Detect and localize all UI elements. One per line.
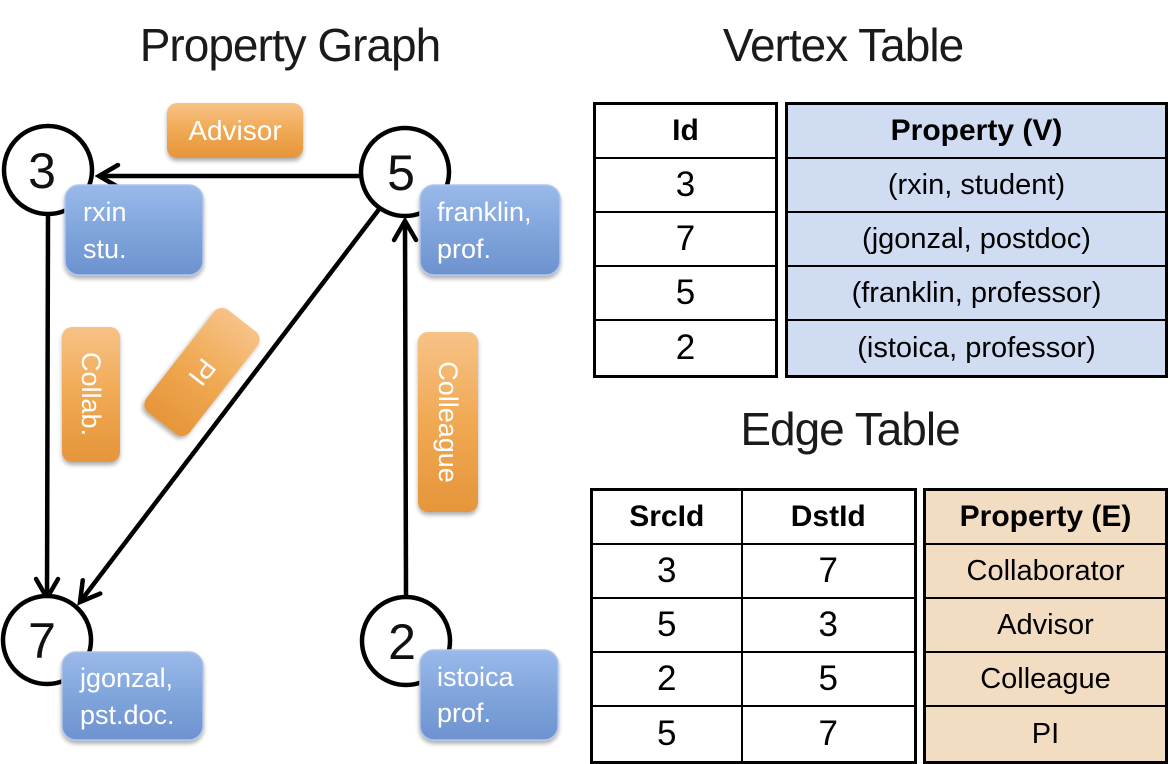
vertex-table-id-column: Id 3 7 5 2 (593, 102, 778, 378)
table-row: 5 3 (593, 599, 914, 653)
edge-label-advisor-box (167, 103, 303, 158)
table-cell: 5 (596, 267, 775, 321)
vertex-property-text: pst.doc. (80, 700, 175, 730)
table-cell: (istoica, professor) (788, 321, 1165, 375)
vertex-table-property-header: Property (V) (788, 105, 1165, 159)
table-cell: 2 (675, 328, 696, 367)
table-cell: 5 (593, 599, 743, 651)
table-cell: Colleague (926, 653, 1165, 707)
vertex-table: Id 3 7 5 2 Property (V) (rxin, student) … (593, 102, 1168, 378)
table-row: 2 5 (593, 653, 914, 707)
property-graph-title: Property Graph (139, 19, 441, 71)
node-id-7: 7 (28, 613, 56, 669)
edge-label-colleague-text: Colleague (433, 361, 463, 483)
vertex-property-text: stu. (83, 234, 127, 264)
vertex-property-text: prof. (437, 698, 491, 728)
table-row: SrcId DstId (593, 491, 914, 545)
vertex-property-box-7: jgonzal, pst.doc. (61, 651, 204, 741)
table-row: 3 7 (593, 545, 914, 599)
edge-table-id-columns: SrcId DstId 3 7 5 3 2 5 5 7 (590, 488, 917, 764)
vertex-property-box-5: franklin, prof. (419, 184, 561, 276)
vertex-table-title: Vertex Table (722, 19, 964, 71)
property-graph-canvas: 3 5 7 2 Advisor Collab. PI Colleague rxi… (0, 103, 561, 741)
edge-line-collab (33, 215, 61, 603)
edge-line-colleague (391, 216, 419, 597)
edge-label-pi: PI (144, 307, 260, 437)
vertex-property-text: franklin, (437, 197, 532, 227)
table-cell: (franklin, professor) (788, 267, 1165, 321)
edge-label-colleague: Colleague (418, 332, 478, 512)
edge-label-collab-text: Collab. (76, 352, 106, 436)
edge-label-pi-box (144, 307, 260, 437)
vertex-property-text: rxin (83, 197, 127, 227)
table-cell: 3 (818, 605, 838, 644)
vertex-table-id-header: Id (596, 105, 775, 159)
table-cell: 7 (596, 213, 775, 267)
edge-label-collab: Collab. (62, 327, 120, 462)
table-cell: 3 (593, 545, 743, 597)
table-cell: (jgonzal, postdoc) (788, 213, 1165, 267)
edge-label-advisor: Advisor (167, 103, 303, 158)
table-cell: 5 (818, 659, 838, 698)
vertex-table-property-column: Property (V) (rxin, student) (jgonzal, p… (785, 102, 1168, 378)
node-id-2: 2 (388, 614, 416, 670)
node-id-5: 5 (387, 145, 415, 201)
vertex-property-box-3: rxin stu. (64, 184, 204, 276)
table-row: 5 7 (593, 707, 914, 761)
table-cell: 2 (593, 653, 743, 705)
vertex-property-text: jgonzal, (79, 663, 173, 693)
edge-table-title: Edge Table (740, 403, 960, 455)
edge-label-collab-box (62, 327, 120, 462)
table-cell: (rxin, student) (788, 159, 1165, 213)
table-cell: 3 (596, 159, 775, 213)
table-cell: 7 (818, 714, 838, 753)
vertex-property-box-2: istoica prof. (419, 649, 559, 741)
vertex-property-text: prof. (437, 234, 491, 264)
edge-line-pi (77, 206, 382, 606)
edge-label-colleague-box (418, 332, 478, 512)
edge-table-dstid-header: DstId (790, 500, 866, 533)
edge-table-property-column: Property (E) Collaborator Advisor Collea… (923, 488, 1168, 764)
node-id-3: 3 (28, 143, 56, 199)
edge-table-property-header: Property (E) (926, 491, 1165, 545)
edge-table-srcid-header: SrcId (593, 491, 743, 543)
table-cell: 7 (818, 551, 838, 590)
table-cell: PI (926, 707, 1165, 761)
table-cell: Collaborator (926, 545, 1165, 599)
table-cell: 5 (593, 707, 743, 761)
edge-table: SrcId DstId 3 7 5 3 2 5 5 7 Property (E)… (590, 488, 1168, 764)
vertex-property-text: istoica (437, 662, 515, 692)
table-cell: Advisor (926, 599, 1165, 653)
edge-label-advisor-text: Advisor (188, 115, 281, 146)
